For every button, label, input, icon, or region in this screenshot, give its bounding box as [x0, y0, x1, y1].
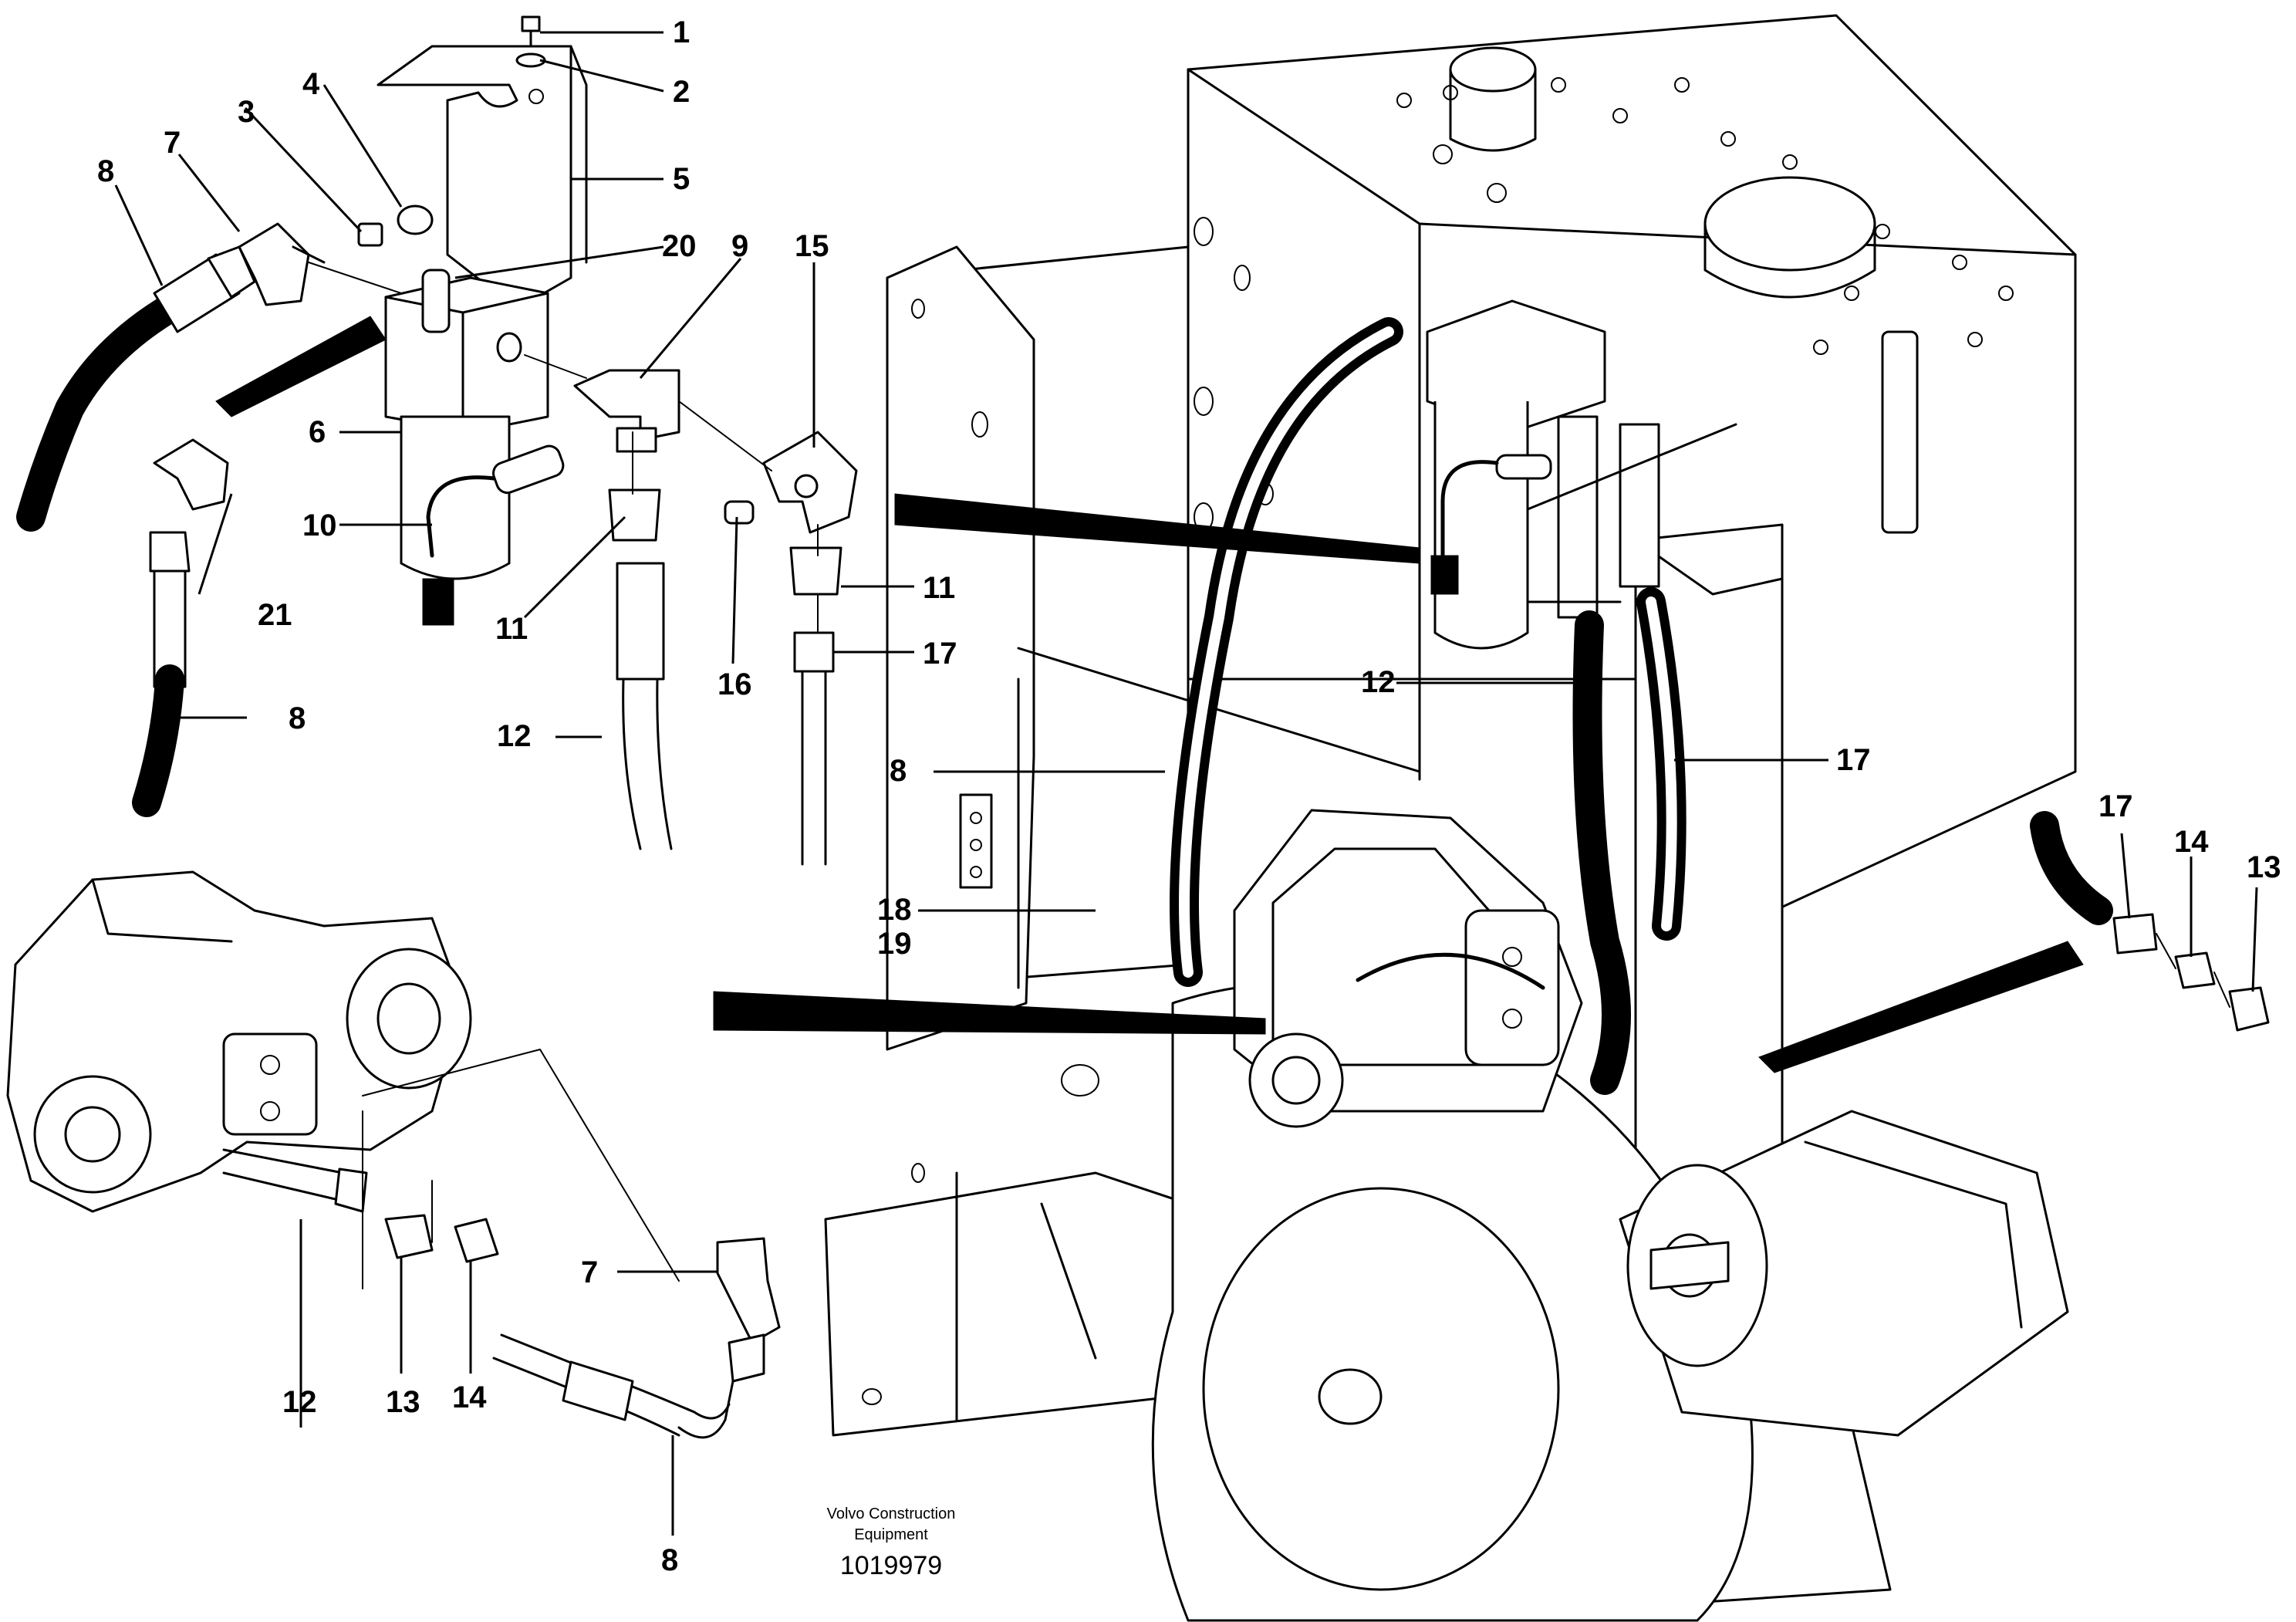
callout-5: 5: [673, 162, 690, 196]
callout-19: 19: [877, 927, 912, 961]
pump-assembly-installed: [1233, 809, 1583, 1128]
callout-17-left: 17: [923, 637, 957, 671]
part-number: 1019979: [840, 1551, 942, 1580]
leader-lines: [114, 31, 2258, 1536]
callout-14-lower: 14: [452, 1380, 487, 1414]
callout-3: 3: [238, 95, 255, 129]
callout-21: 21: [258, 598, 292, 632]
callout-6: 6: [309, 415, 326, 449]
credit-line-2: Equipment: [854, 1526, 928, 1543]
callout-7-lower: 7: [581, 1255, 598, 1289]
callout-9: 9: [731, 229, 748, 263]
callout-16: 16: [718, 667, 752, 701]
hose-8-upper: [16, 245, 256, 532]
callout-8-left: 8: [289, 701, 306, 735]
callout-8-center: 8: [890, 754, 907, 788]
callout-11-right: 11: [923, 571, 955, 605]
callout-10: 10: [302, 509, 337, 542]
pump-assembly-right: [1619, 1110, 2069, 1437]
callout-11-left: 11: [495, 612, 528, 646]
callout-20: 20: [662, 229, 697, 263]
callout-2: 2: [673, 75, 690, 109]
callout-13-lower: 13: [386, 1385, 420, 1419]
filter-assembly-installed: [1426, 299, 1737, 650]
callout-8-bottom: 8: [661, 1543, 678, 1577]
fittings-detail-right: [2112, 913, 2270, 1032]
callout-1: 1: [673, 15, 690, 49]
pump-detail-lower-left: [6, 870, 680, 1289]
callout-8-upper: 8: [97, 154, 114, 188]
callout-13-right: 13: [2247, 850, 2281, 884]
hoses-installed: [1170, 317, 2113, 1095]
callout-4: 4: [302, 67, 320, 101]
elbow-and-hose-lower: [492, 1237, 781, 1439]
footer: Volvo Construction Equipment 1019979: [827, 1505, 956, 1580]
callout-18: 18: [877, 893, 912, 927]
callout-14-right: 14: [2174, 825, 2209, 859]
callout-labels: 1 2 3 4 5 6 7 7 8 8 8 8 9 10 11 11 12 12…: [97, 15, 2281, 1577]
callout-17-right: 17: [2098, 789, 2133, 823]
callout-12-upper: 12: [497, 719, 532, 753]
callout-15: 15: [795, 229, 829, 263]
callout-17-center: 17: [1836, 743, 1871, 777]
callout-12-lower: 12: [282, 1385, 317, 1419]
callout-7-upper: 7: [164, 126, 181, 160]
credit-line-1: Volvo Construction: [827, 1505, 956, 1522]
exploded-filter-parts: [153, 15, 858, 866]
callout-12-center: 12: [1361, 665, 1396, 699]
hose-8-lower: [132, 531, 191, 817]
